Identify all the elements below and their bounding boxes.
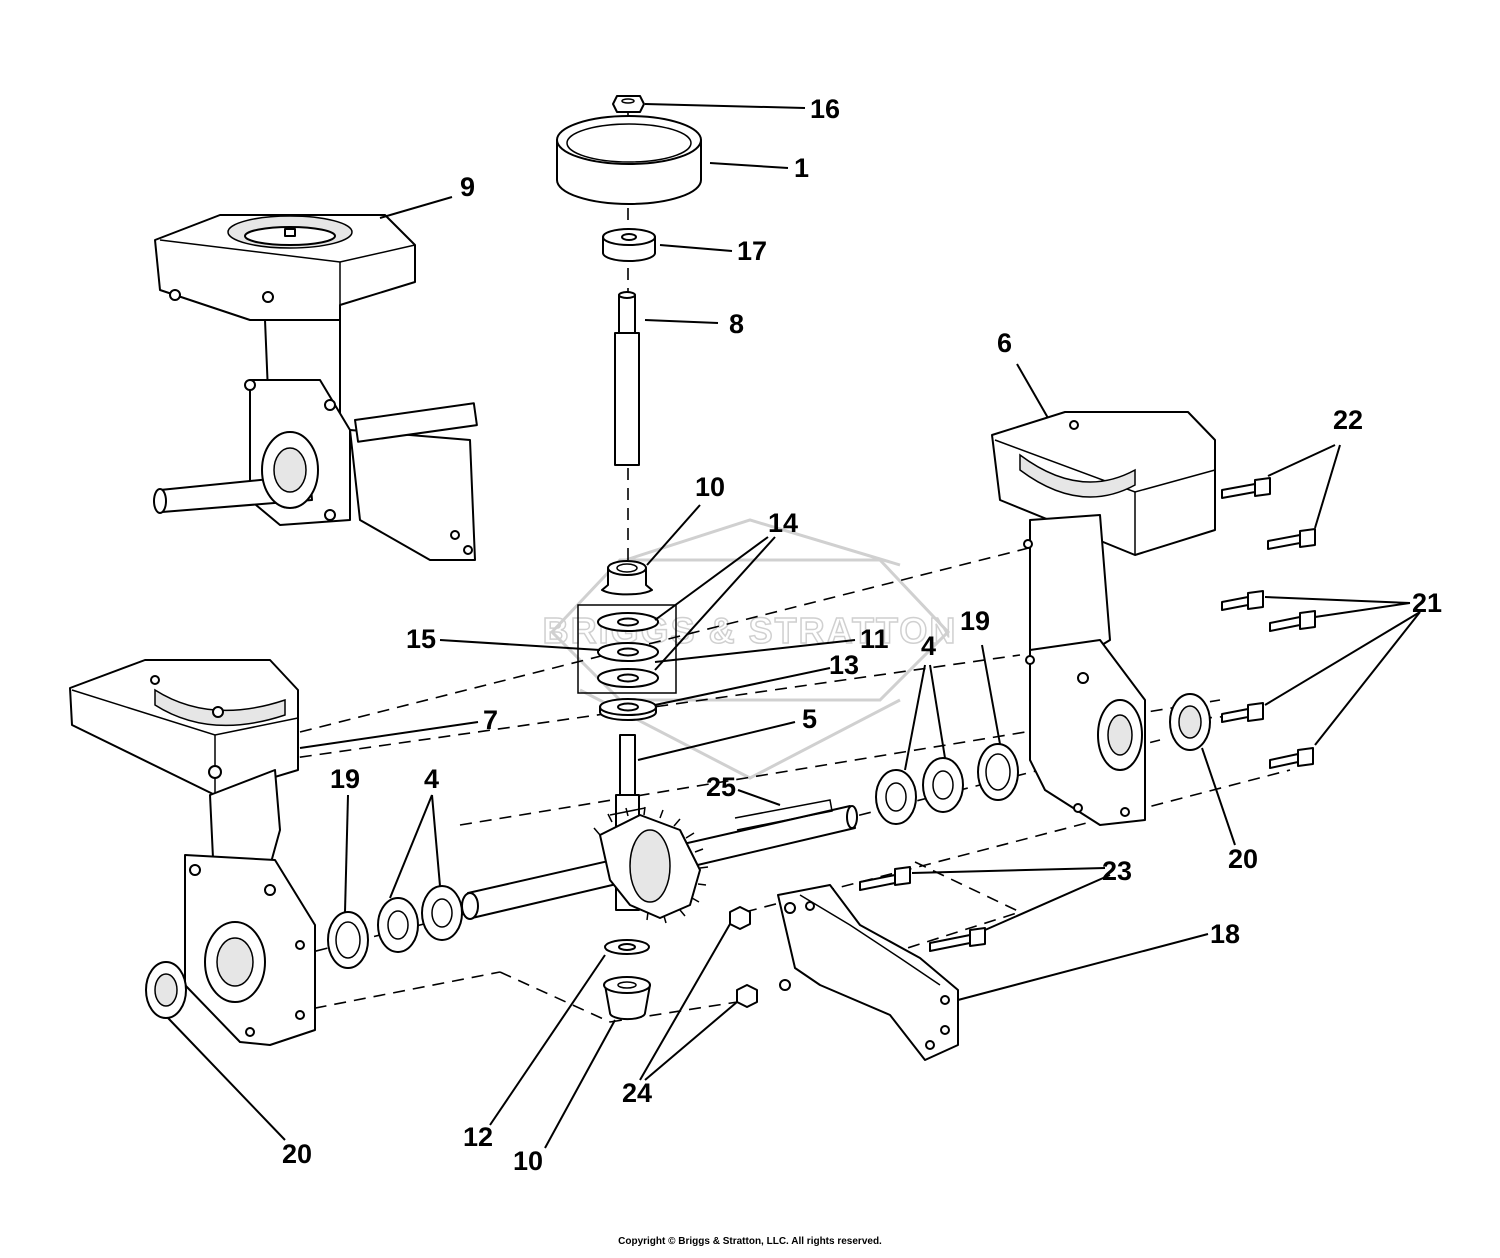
left-washers	[327, 885, 463, 969]
callout-17: 17	[737, 236, 767, 266]
callout-10-lower: 10	[513, 1146, 543, 1176]
callout-5: 5	[802, 704, 817, 734]
callout-19-left: 19	[330, 764, 360, 794]
callout-6: 6	[997, 328, 1012, 358]
callout-4-right: 4	[921, 631, 936, 661]
part-20-seals	[145, 693, 1211, 1019]
callout-24: 24	[622, 1078, 652, 1108]
callout-16: 16	[810, 94, 840, 124]
callout-14: 14	[768, 508, 798, 538]
part-25-axle	[461, 799, 858, 924]
callout-numbers: 16 1 9 17 8 6 22 10 14 21 19 15 11 4 13 …	[282, 94, 1442, 1176]
right-washers	[875, 743, 1019, 825]
callout-7: 7	[483, 705, 498, 735]
part-16-nut	[612, 95, 645, 113]
part-7-left-housing	[69, 659, 316, 1046]
part-9-assembled-gearcase	[153, 214, 478, 561]
callout-4-left: 4	[424, 764, 439, 794]
callout-11: 11	[860, 624, 889, 654]
washer-stack-group	[577, 604, 677, 721]
callout-25: 25	[706, 772, 736, 802]
bolts-22-21	[1221, 477, 1316, 769]
callout-8: 8	[729, 309, 744, 339]
part-18-bracket	[777, 884, 959, 1061]
callout-9: 9	[460, 172, 475, 202]
callout-19-right: 19	[960, 606, 990, 636]
part-1-pulley	[556, 115, 702, 205]
callout-1: 1	[794, 153, 809, 183]
part-6-right-housing	[991, 411, 1216, 826]
callout-12: 12	[463, 1122, 493, 1152]
callout-10-upper: 10	[695, 472, 725, 502]
callout-15: 15	[406, 624, 436, 654]
part-10-upper-bushing	[601, 560, 653, 596]
callout-20-left: 20	[282, 1139, 312, 1169]
callout-22: 22	[1333, 405, 1363, 435]
callout-23: 23	[1102, 856, 1132, 886]
part-10-lower-bushing	[603, 976, 651, 1021]
nuts-24	[729, 906, 758, 1008]
bolts-23	[859, 866, 986, 952]
part-8-shaft	[614, 291, 640, 466]
part-12-washer	[604, 939, 650, 955]
callout-21: 21	[1412, 588, 1442, 618]
copyright-notice: Copyright © Briggs & Stratton, LLC. All …	[618, 1236, 882, 1247]
callout-18: 18	[1210, 919, 1240, 949]
part-17-spacer	[602, 228, 656, 262]
callout-20-right: 20	[1228, 844, 1258, 874]
leader-lines	[167, 103, 1421, 1149]
callout-13: 13	[829, 650, 859, 680]
